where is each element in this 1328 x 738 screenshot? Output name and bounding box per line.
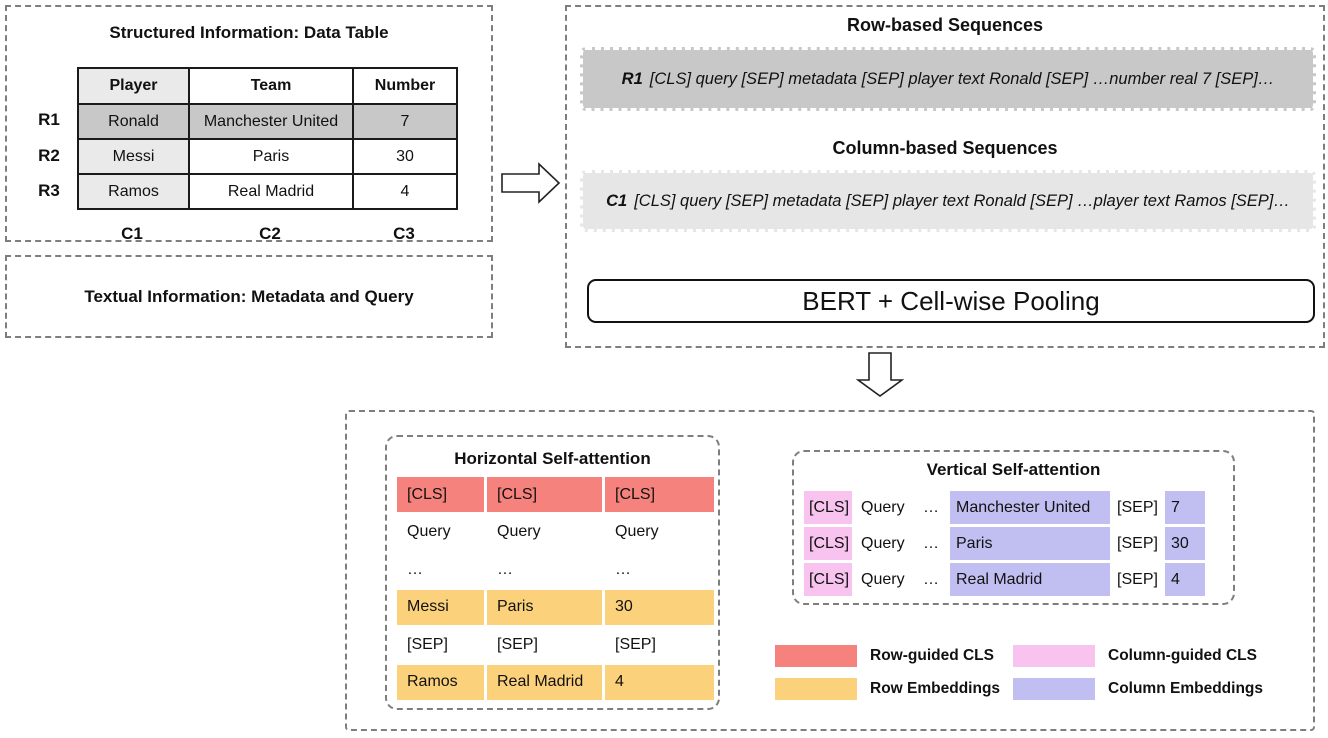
table-header-row: Player Team Number bbox=[77, 67, 458, 105]
legend-label: Column Embeddings bbox=[1108, 680, 1263, 697]
v-row: [CLS] Query … Real Madrid [SEP] 4 bbox=[804, 563, 1205, 596]
cell-r3c2: Real Madrid bbox=[188, 173, 354, 210]
v-dots: … bbox=[923, 534, 939, 552]
horizontal-attention-title: Horizontal Self-attention bbox=[454, 449, 651, 468]
col-label-c1: C1 bbox=[121, 224, 143, 243]
v-cls-cell: [CLS] bbox=[804, 563, 852, 596]
column-embeddings-swatch bbox=[1013, 678, 1095, 700]
horizontal-attention-grid: [CLS] [CLS] [CLS] Query Query Query … … … bbox=[397, 477, 714, 700]
row-guided-cls-swatch bbox=[775, 645, 857, 667]
h-cell: Query bbox=[497, 523, 541, 540]
v-sep: [SEP] bbox=[1117, 498, 1158, 516]
right-arrow-icon bbox=[501, 162, 561, 204]
cell-r1c3: 7 bbox=[352, 103, 458, 140]
cell-r3c3: 4 bbox=[352, 173, 458, 210]
col-seq-text: [CLS] query [SEP] metadata [SEP] player … bbox=[634, 191, 1290, 210]
legend-item-row-guided-cls: Row-guided CLS bbox=[775, 645, 1013, 667]
h-cell: Query bbox=[407, 523, 451, 540]
down-arrow-icon bbox=[856, 352, 904, 397]
v-query: Query bbox=[861, 498, 905, 516]
v-value-cell: Manchester United bbox=[950, 491, 1110, 524]
structured-info-title: Structured Information: Data Table bbox=[109, 23, 389, 42]
cell-r1c2: Manchester United bbox=[188, 103, 354, 140]
table-row: Ramos Real Madrid 4 bbox=[77, 173, 458, 210]
column-sequences-title: Column-based Sequences bbox=[832, 138, 1058, 158]
v-cls-cell: [CLS] bbox=[804, 527, 852, 560]
h-cell: Query bbox=[615, 523, 659, 540]
col-seq-label: C1 bbox=[606, 191, 628, 210]
h-cell: … bbox=[407, 560, 423, 578]
vertical-attention-box: Vertical Self-attention [CLS] Query … Ma… bbox=[792, 450, 1235, 605]
table-row: Messi Paris 30 bbox=[77, 138, 458, 175]
h-cell: Ramos bbox=[397, 664, 484, 700]
v-row: [CLS] Query … Paris [SEP] 30 bbox=[804, 527, 1205, 560]
horizontal-attention-box: Horizontal Self-attention [CLS] [CLS] [C… bbox=[385, 435, 720, 710]
textual-info-box: Textual Information: Metadata and Query bbox=[5, 255, 493, 338]
cell-r1c1: Ronald bbox=[77, 103, 190, 140]
h-cell: … bbox=[615, 560, 631, 578]
row-seq-label: R1 bbox=[621, 69, 643, 88]
cell-r2c3: 30 bbox=[352, 138, 458, 175]
v-value-cell: Real Madrid bbox=[950, 563, 1110, 596]
cell-r3c1: Ramos bbox=[77, 173, 190, 210]
legend-label: Row-guided CLS bbox=[870, 647, 994, 664]
h-cell: 30 bbox=[605, 589, 714, 625]
v-query: Query bbox=[861, 570, 905, 588]
bert-pooling-box: BERT + Cell-wise Pooling bbox=[587, 279, 1315, 323]
h-cell: … bbox=[497, 560, 513, 578]
h-cell: [SEP] bbox=[407, 635, 448, 653]
row-sequence-strip: R1 [CLS] query [SEP] metadata [SEP] playe… bbox=[580, 47, 1316, 111]
h-cell: [SEP] bbox=[615, 635, 656, 653]
h-cell: [CLS] bbox=[397, 477, 484, 512]
row-label-r2: R2 bbox=[38, 146, 60, 165]
v-num-cell: 30 bbox=[1165, 527, 1205, 560]
v-num-cell: 4 bbox=[1165, 563, 1205, 596]
textual-info-title: Textual Information: Metadata and Query bbox=[84, 286, 414, 306]
bert-pooling-label: BERT + Cell-wise Pooling bbox=[802, 285, 1100, 316]
col-label-c3: C3 bbox=[393, 224, 415, 243]
row-label-r3: R3 bbox=[38, 181, 60, 200]
cell-r2c1: Messi bbox=[77, 138, 190, 175]
header-team: Team bbox=[188, 67, 354, 105]
legend-item-row-embeddings: Row Embeddings bbox=[775, 678, 1013, 700]
row-sequences-title: Row-based Sequences bbox=[846, 15, 1044, 35]
legend-label: Row Embeddings bbox=[870, 680, 1001, 697]
row-label-r1: R1 bbox=[38, 110, 60, 129]
legend-label: Column-guided CLS bbox=[1108, 647, 1257, 664]
legend-item-column-embeddings: Column Embeddings bbox=[1013, 678, 1295, 700]
v-dots: … bbox=[923, 570, 939, 588]
v-cls-cell: [CLS] bbox=[804, 491, 852, 524]
attention-panel-box: Horizontal Self-attention [CLS] [CLS] [C… bbox=[345, 410, 1315, 731]
header-player: Player bbox=[77, 67, 190, 105]
row-embeddings-swatch bbox=[775, 678, 857, 700]
h-cell: Messi bbox=[397, 589, 484, 625]
v-row: [CLS] Query … Manchester United [SEP] 7 bbox=[804, 491, 1205, 524]
v-num-cell: 7 bbox=[1165, 491, 1205, 524]
h-cell: [SEP] bbox=[497, 635, 538, 653]
h-cell: [CLS] bbox=[487, 477, 602, 512]
h-cell: Paris bbox=[487, 589, 602, 625]
column-guided-cls-swatch bbox=[1013, 645, 1095, 667]
data-table: Player Team Number Ronald Manchester Uni… bbox=[77, 67, 458, 210]
col-label-c2: C2 bbox=[259, 224, 281, 243]
v-sep: [SEP] bbox=[1117, 570, 1158, 588]
row-seq-text: [CLS] query [SEP] metadata [SEP] player … bbox=[649, 69, 1275, 88]
h-cell: [CLS] bbox=[605, 477, 714, 512]
cell-r2c2: Paris bbox=[188, 138, 354, 175]
legend: Row-guided CLS Column-guided CLS Row Emb… bbox=[775, 645, 1295, 700]
v-dots: … bbox=[923, 498, 939, 516]
header-number: Number bbox=[352, 67, 458, 105]
h-cell: Real Madrid bbox=[487, 664, 602, 700]
vertical-attention-title: Vertical Self-attention bbox=[926, 460, 1101, 479]
table-row: Ronald Manchester United 7 bbox=[77, 103, 458, 140]
v-query: Query bbox=[861, 534, 905, 552]
column-sequence-strip: C1 [CLS] query [SEP] metadata [SEP] playe… bbox=[580, 170, 1316, 232]
h-cell: 4 bbox=[605, 664, 714, 700]
v-value-cell: Paris bbox=[950, 527, 1110, 560]
v-sep: [SEP] bbox=[1117, 534, 1158, 552]
legend-item-column-guided-cls: Column-guided CLS bbox=[1013, 645, 1295, 667]
sequences-box: Row-based Sequences R1 [CLS] query [SEP] … bbox=[565, 5, 1325, 348]
